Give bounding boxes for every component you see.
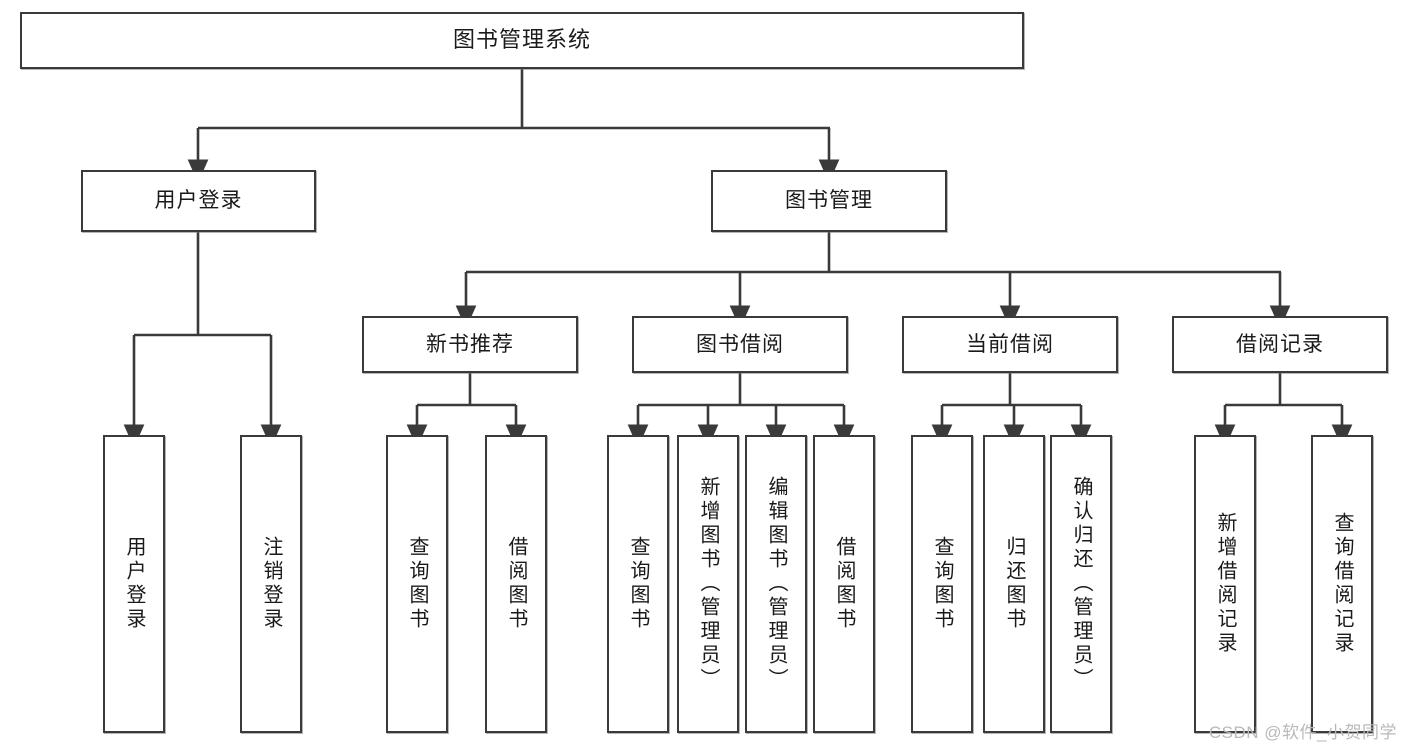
node-leaf-edit-book-label: 编辑图书（管理员） <box>765 476 787 692</box>
node-leaf-query-book-3-label: 查询图书 <box>931 536 953 632</box>
node-new-book-rec-label: 新书推荐 <box>426 332 514 356</box>
node-leaf-borrow-book-1-label: 借阅图书 <box>505 536 527 632</box>
node-borrow-record-label: 借阅记录 <box>1236 332 1324 356</box>
node-root[interactable]: 图书管理系统 <box>20 12 1024 69</box>
node-borrow-record[interactable]: 借阅记录 <box>1172 316 1388 373</box>
node-leaf-logout-label: 注销登录 <box>260 536 282 632</box>
node-root-label: 图书管理系统 <box>452 27 591 53</box>
node-leaf-query-book-2[interactable]: 查询图书 <box>607 435 669 733</box>
node-leaf-add-book-label: 新增图书（管理员） <box>697 476 719 692</box>
node-book-borrow-label: 图书借阅 <box>696 332 784 356</box>
node-book-borrow[interactable]: 图书借阅 <box>632 316 848 373</box>
node-leaf-borrow-book-2[interactable]: 借阅图书 <box>813 435 875 733</box>
node-leaf-edit-book[interactable]: 编辑图书（管理员） <box>745 435 807 733</box>
node-leaf-user-login[interactable]: 用户登录 <box>103 435 165 733</box>
node-leaf-logout[interactable]: 注销登录 <box>240 435 302 733</box>
node-book-manage-label: 图书管理 <box>785 189 873 213</box>
node-user-login[interactable]: 用户登录 <box>81 170 316 232</box>
node-leaf-query-book-1[interactable]: 查询图书 <box>386 435 448 733</box>
node-leaf-confirm-return-label: 确认归还（管理员） <box>1070 476 1092 692</box>
node-current-borrow-label: 当前借阅 <box>966 332 1054 356</box>
node-leaf-add-book[interactable]: 新增图书（管理员） <box>677 435 739 733</box>
node-leaf-query-book-3[interactable]: 查询图书 <box>911 435 973 733</box>
node-current-borrow[interactable]: 当前借阅 <box>902 316 1118 373</box>
node-leaf-query-record[interactable]: 查询借阅记录 <box>1311 435 1373 733</box>
node-leaf-add-record-label: 新增借阅记录 <box>1214 512 1236 656</box>
node-leaf-return-book-label: 归还图书 <box>1003 536 1025 632</box>
node-new-book-rec[interactable]: 新书推荐 <box>362 316 578 373</box>
node-leaf-borrow-book-2-label: 借阅图书 <box>833 536 855 632</box>
node-user-login-label: 用户登录 <box>154 189 243 213</box>
node-leaf-user-login-label: 用户登录 <box>123 536 145 632</box>
node-leaf-return-book[interactable]: 归还图书 <box>983 435 1045 733</box>
node-leaf-add-record[interactable]: 新增借阅记录 <box>1194 435 1256 733</box>
node-leaf-borrow-book-1[interactable]: 借阅图书 <box>485 435 547 733</box>
node-leaf-query-record-label: 查询借阅记录 <box>1331 512 1353 656</box>
node-book-manage[interactable]: 图书管理 <box>711 170 947 232</box>
node-leaf-confirm-return[interactable]: 确认归还（管理员） <box>1050 435 1112 733</box>
node-leaf-query-book-2-label: 查询图书 <box>627 536 649 632</box>
csdn-watermark: CSDN @软件_小贺同学 <box>1208 723 1397 742</box>
node-leaf-query-book-1-label: 查询图书 <box>406 536 428 632</box>
